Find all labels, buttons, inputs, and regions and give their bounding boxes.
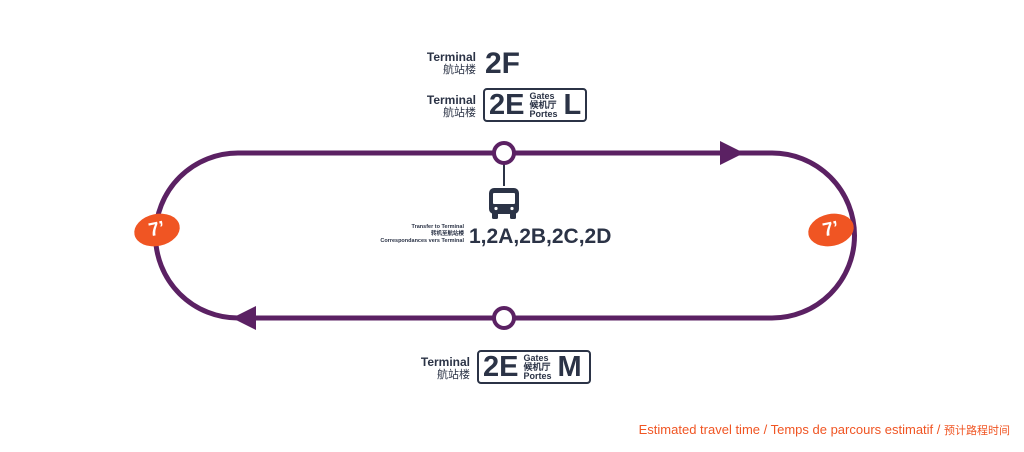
travel-time-legend-text: Estimated travel time / Temps de parcour… bbox=[638, 422, 944, 437]
terminal-2f-code: 2F bbox=[485, 47, 521, 80]
terminal-label-en: Terminal bbox=[420, 355, 470, 369]
gates-label-fr: Portes bbox=[529, 108, 558, 119]
gates-label-en: Gates bbox=[529, 90, 555, 101]
gate-letter: M bbox=[557, 351, 582, 383]
transfer-caption-zh: 转机至航站楼 bbox=[430, 231, 464, 237]
transfer-terminals: 1,2A,2B,2C,2D bbox=[469, 225, 612, 248]
transfer-caption: Transfer to Terminal 转机至航站楼 Correspondan… bbox=[370, 224, 464, 245]
gates-label: Gates 候机厅 Portes bbox=[529, 90, 558, 119]
terminal-code: 2E bbox=[489, 89, 525, 121]
terminal-label-zh: 航站楼 bbox=[437, 369, 470, 381]
direction-arrow-west bbox=[232, 306, 256, 330]
terminal-2e-gates-m-box: 2E Gates 候机厅 Portes M bbox=[477, 350, 591, 384]
gates-label-zh: 候机厅 bbox=[523, 361, 551, 372]
transfer-caption-fr: Correspondances vers Terminal bbox=[380, 238, 464, 244]
terminal-label-en: Terminal bbox=[426, 93, 476, 107]
gates-label: Gates 候机厅 Portes bbox=[523, 352, 552, 381]
terminal-label-en: Terminal bbox=[426, 50, 476, 64]
top-stop-marker bbox=[492, 141, 516, 165]
terminal-label-zh: 航站楼 bbox=[443, 64, 476, 76]
terminal-2f-label: Terminal 航站楼 bbox=[402, 51, 476, 77]
terminal-2e-m-label: Terminal 航站楼 bbox=[396, 356, 470, 382]
terminal-2e-gates-l-box: 2E Gates 候机厅 Portes L bbox=[483, 88, 587, 122]
terminal-code: 2E bbox=[483, 351, 519, 383]
travel-time-legend: Estimated travel time / Temps de parcour… bbox=[639, 422, 1010, 438]
gate-letter: L bbox=[563, 89, 582, 121]
terminal-label-zh: 航站楼 bbox=[443, 107, 476, 119]
bus-icon bbox=[489, 188, 519, 219]
bottom-stop-marker bbox=[492, 306, 516, 330]
gates-label-en: Gates bbox=[523, 352, 549, 363]
travel-time-legend-zh: 预计路程时间 bbox=[944, 425, 1010, 437]
route-loop bbox=[153, 150, 857, 321]
gates-label-zh: 候机厅 bbox=[529, 99, 557, 110]
gates-label-fr: Portes bbox=[523, 370, 552, 381]
direction-arrow-east bbox=[720, 141, 744, 165]
terminal-2e-l-label: Terminal 航站楼 bbox=[402, 94, 476, 120]
transfer-caption-en: Transfer to Terminal bbox=[411, 224, 464, 230]
